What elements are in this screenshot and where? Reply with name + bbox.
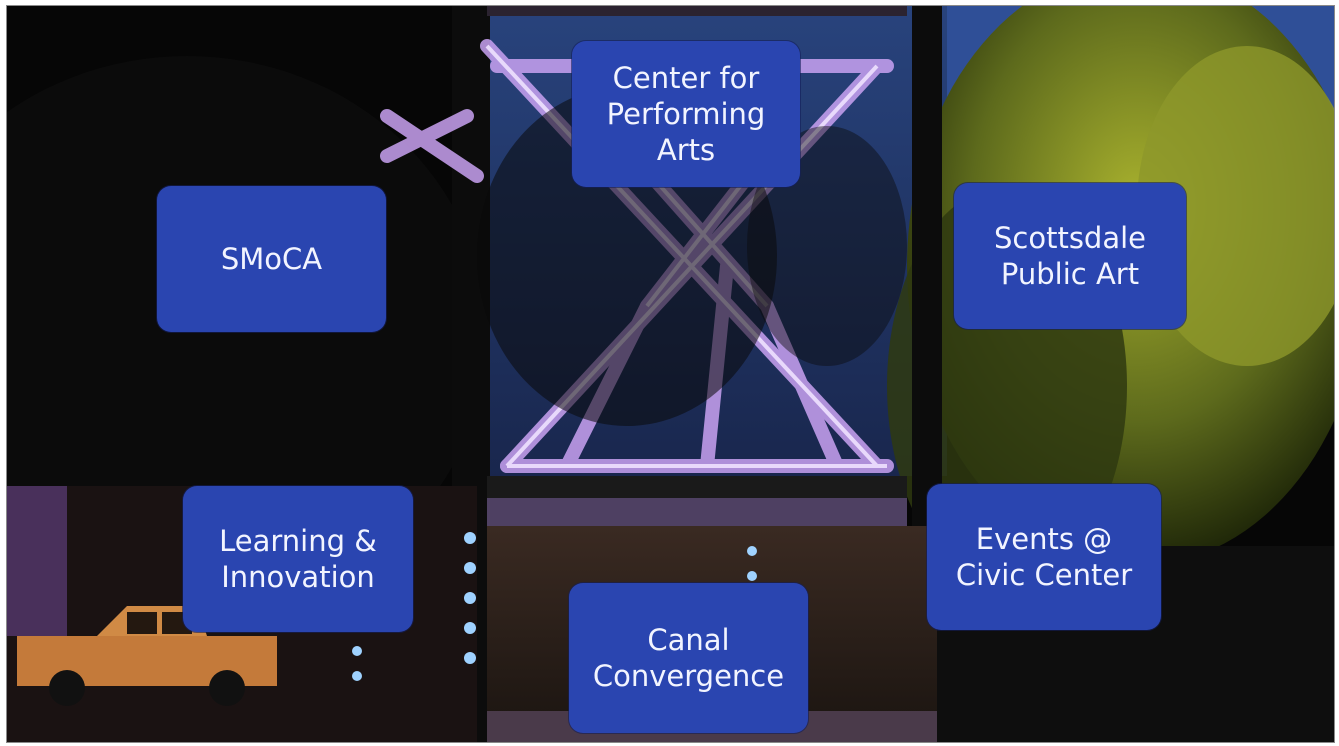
events-civic-center-box: Events @ Civic Center [927,484,1161,630]
scottsdale-public-art-label: Scottsdale Public Art [993,221,1147,291]
center-for-performing-arts-box: Center for Performing Arts [572,41,800,187]
learning-innovation-label: Learning & Innovation [219,524,377,594]
smoca-label: SMoCA [220,242,323,276]
smoca-box: SMoCA [157,186,386,332]
canal-convergence-box: Canal Convergence [569,583,808,733]
canal-convergence-label: Canal Convergence [592,623,785,693]
scottsdale-public-art-box: Scottsdale Public Art [954,183,1186,329]
center-for-performing-arts-label: Center for Performing Arts [606,61,766,167]
events-civic-center-label: Events @ Civic Center [955,522,1133,592]
learning-innovation-box: Learning & Innovation [183,486,413,632]
slide: Center for Performing Arts SMoCA Scottsd… [6,5,1335,743]
